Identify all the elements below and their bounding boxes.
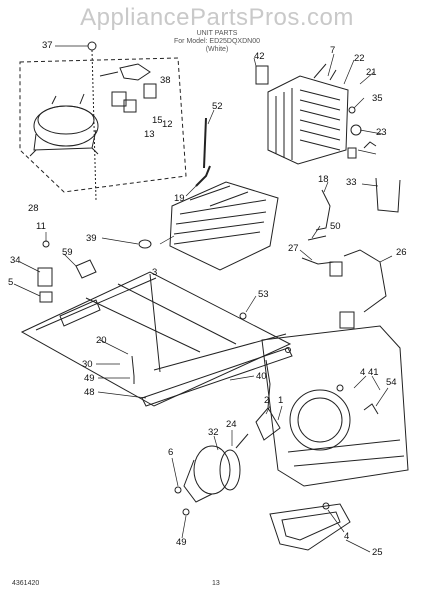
callout: 37 — [42, 40, 53, 51]
rail — [141, 347, 293, 407]
callout: 13 — [144, 129, 155, 140]
grommet — [138, 239, 152, 249]
callout: 54 — [386, 377, 397, 388]
thermostat — [301, 257, 335, 265]
callout: 21 — [366, 67, 377, 78]
callout: 33 — [346, 177, 357, 188]
diagram-title: UNIT PARTS — [196, 30, 238, 37]
figure-code: 4361420 — [12, 580, 40, 587]
callout: 40 — [256, 371, 267, 382]
callout: 49 — [176, 537, 187, 548]
fan-motor — [183, 433, 249, 503]
drain-tube — [203, 117, 207, 169]
callout: 35 — [372, 93, 383, 104]
callout: 7 — [330, 45, 336, 56]
callout: 3 — [152, 267, 158, 278]
callout: 28 — [28, 203, 39, 214]
callout: 4 — [344, 531, 350, 542]
jumper — [307, 235, 327, 241]
callout: 6 — [168, 447, 174, 458]
callout: 12 — [162, 119, 173, 130]
grommet — [363, 403, 379, 415]
screw — [336, 384, 344, 392]
callout: 11 — [36, 221, 46, 232]
screw — [182, 508, 190, 516]
evaporator-coil — [255, 63, 349, 165]
leader-lines — [13, 45, 393, 553]
callout: 1 — [278, 395, 284, 406]
compressor-group-outline — [19, 57, 187, 193]
watermark: AppliancePartsPros.com — [80, 4, 354, 31]
screw — [322, 502, 330, 510]
callout: 26 — [396, 247, 407, 258]
screw — [239, 312, 247, 320]
grommet — [87, 41, 97, 51]
model-line: For Model: ED25DQXDN00 — [174, 38, 260, 45]
callout: 20 — [96, 335, 107, 346]
clip — [347, 147, 357, 159]
callout: 19 — [174, 193, 185, 204]
callout: 22 — [354, 53, 365, 64]
callout: 52 — [212, 101, 223, 112]
screw — [174, 486, 182, 494]
callout: 39 — [86, 233, 97, 244]
callout: 15 — [152, 115, 163, 126]
relay-overload — [99, 63, 157, 113]
callout: 4 — [360, 367, 366, 378]
fan-shroud — [261, 325, 409, 487]
callout: 38 — [160, 75, 171, 86]
screw — [348, 106, 356, 114]
callout: 59 — [62, 247, 73, 258]
drain-pan — [269, 503, 351, 551]
condenser — [169, 181, 279, 271]
callout: 49 — [84, 373, 95, 384]
wire-harness — [329, 249, 387, 329]
page-number: 13 — [212, 580, 220, 587]
callout: 27 — [288, 243, 299, 254]
clip — [75, 259, 97, 279]
callout: 30 — [82, 359, 93, 370]
callout: 50 — [330, 221, 341, 232]
callout: 41 — [368, 367, 379, 378]
callout: 2 — [264, 395, 270, 406]
callout: 48 — [84, 387, 95, 398]
defrost-heater — [375, 177, 401, 213]
callout: 24 — [226, 419, 237, 430]
screw — [285, 347, 291, 353]
callout: 25 — [372, 547, 383, 558]
callout: 34 — [10, 255, 21, 266]
base-frame — [20, 271, 292, 407]
callout: 53 — [258, 289, 269, 300]
compressor — [29, 93, 99, 157]
callout: 18 — [318, 174, 329, 185]
fan-blade — [255, 359, 281, 441]
callout: 32 — [208, 427, 219, 438]
bracket-wire — [315, 189, 331, 231]
callout: 23 — [376, 127, 387, 138]
bracket — [39, 291, 53, 303]
cap — [350, 124, 362, 136]
callout: 42 — [254, 51, 265, 62]
callout: 5 — [8, 277, 14, 288]
tube — [195, 165, 211, 187]
color-line: (White) — [205, 46, 229, 53]
relay — [37, 267, 53, 287]
